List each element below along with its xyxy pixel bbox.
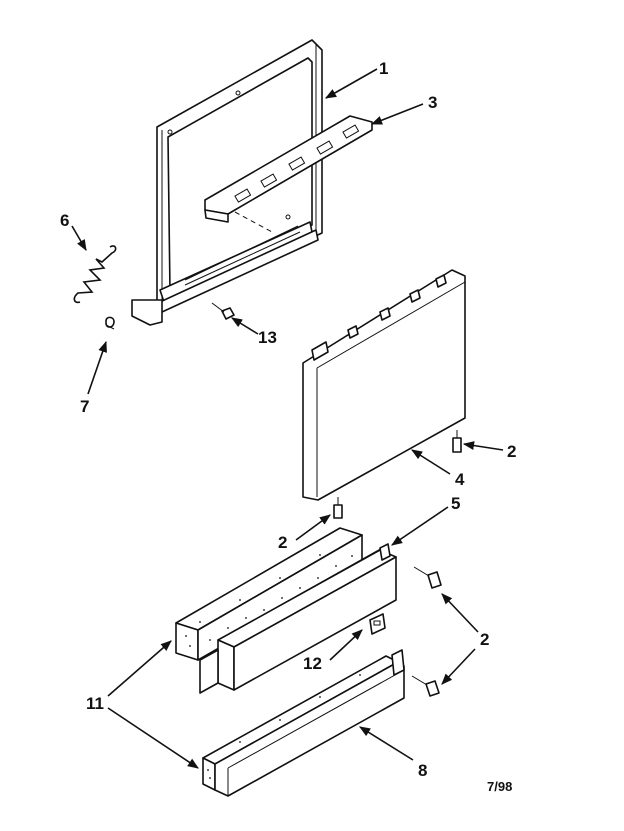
screw-2a-part [452,430,462,453]
callout-1: 1 [379,59,388,78]
screw-13-part [211,302,235,320]
door-frame-part [131,39,323,326]
callout-2c: 2 [480,630,489,649]
clip-12-part [369,613,386,635]
callout-5: 5 [451,494,460,513]
screw-2b-part [333,497,343,519]
callout-11: 11 [86,694,104,713]
callout-2b: 2 [278,533,287,552]
callout-12: 12 [303,654,322,673]
leader-lines [71,68,504,769]
callout-2a: 2 [507,442,516,461]
callout-4: 4 [455,470,465,489]
callout-7: 7 [80,397,89,416]
callout-8: 8 [418,761,427,780]
spring-part [73,245,117,304]
bracket-part [204,115,373,233]
callout-13: 13 [258,328,277,347]
revision-date: 7/98 [487,779,512,794]
callout-3: 3 [428,93,437,112]
callout-6: 6 [60,211,69,230]
kickplate-part [214,649,405,797]
screw-2c-part [413,566,442,589]
door-panel-part [302,269,466,501]
clip-part [105,316,115,330]
channel-part [199,543,397,694]
callout-labels: 1 3 6 13 7 2 4 5 2 2 12 11 8 7/98 [60,59,516,794]
screw-2d-part [411,675,440,697]
